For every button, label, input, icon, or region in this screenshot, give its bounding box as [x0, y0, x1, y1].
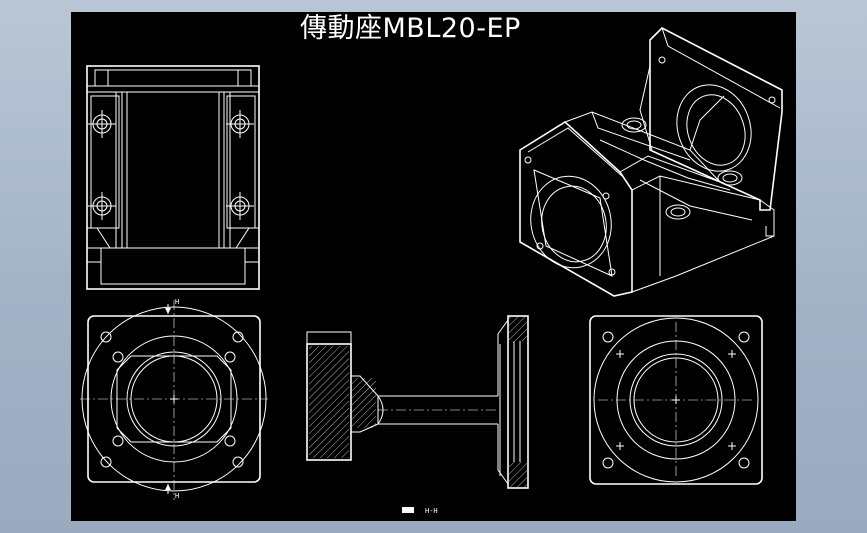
isometric-view — [519, 27, 783, 297]
front-view: H H — [80, 298, 268, 500]
section-label-top: H — [175, 298, 179, 306]
note-block — [402, 507, 414, 513]
section-view — [306, 315, 529, 489]
drawing-title: 傳動座MBL20-EP — [300, 13, 521, 44]
drawing-sheet — [71, 12, 796, 521]
rear-view — [589, 315, 763, 485]
section-note: H-H — [425, 507, 438, 515]
top-view — [86, 65, 260, 290]
section-label-bottom: H — [175, 492, 179, 500]
